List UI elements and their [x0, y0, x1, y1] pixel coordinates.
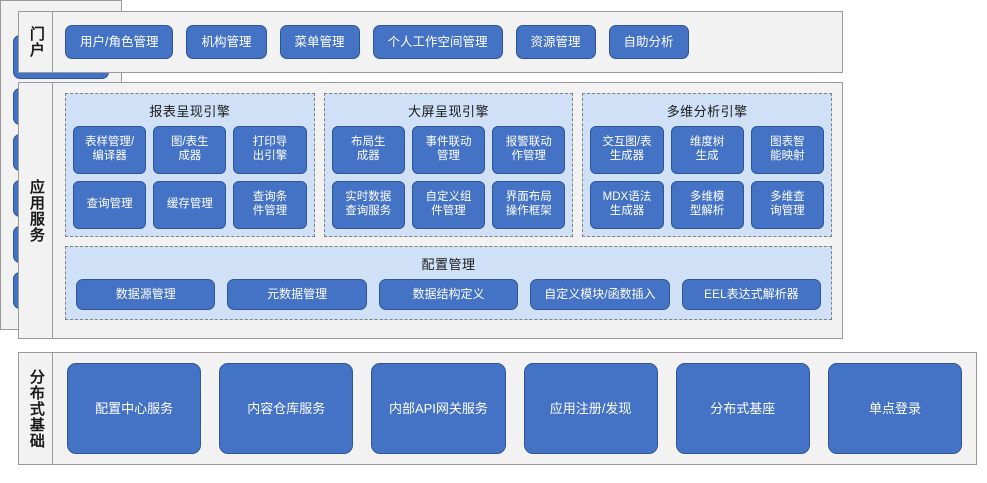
engine-panels-row: 报表呈现引擎 表样管理/ 编译器 图/表生 成器 打印导 出引擎 查询管理 缓存…: [65, 93, 833, 237]
engine-panel-multidimensional-analysis-items: 交互图/表 生成器 维度树 生成 图表智 能映射 MDX语法 生成器 多维模 型…: [590, 126, 825, 229]
portal-item-org-management[interactable]: 机构管理: [186, 25, 267, 59]
config-item-data-structure-definition[interactable]: 数据结构定义: [378, 279, 519, 310]
portal-items: 用户/角色管理 机构管理 菜单管理 个人工作空间管理 资源管理 自助分析: [53, 12, 842, 72]
report-item-cache-management[interactable]: 缓存管理: [153, 181, 227, 229]
portal-item-self-service-analysis[interactable]: 自助分析: [608, 25, 689, 59]
distributed-foundation-section-label: 分布式基础: [19, 353, 53, 464]
portal-item-personal-workspace-management[interactable]: 个人工作空间管理: [372, 25, 503, 59]
report-item-query-management[interactable]: 查询管理: [73, 181, 147, 229]
olap-item-interactive-chart-table-generator[interactable]: 交互图/表 生成器: [590, 126, 664, 174]
olap-item-chart-smart-mapping[interactable]: 图表智 能映射: [750, 126, 825, 174]
olap-item-mdx-syntax-generator[interactable]: MDX语法 生成器: [590, 181, 664, 229]
portal-item-menu-management[interactable]: 菜单管理: [279, 25, 360, 59]
olap-item-multidimensional-query-management[interactable]: 多维查 询管理: [750, 181, 825, 229]
config-item-eel-expression-parser[interactable]: EEL表达式解析器: [681, 279, 822, 310]
dist-item-config-center-service[interactable]: 配置中心服务: [67, 363, 202, 454]
dist-item-internal-api-gateway-service[interactable]: 内部API网关服务: [371, 363, 506, 454]
dashboard-item-alarm-linkage-action-management[interactable]: 报警联动 作管理: [492, 126, 566, 174]
config-item-metadata-management[interactable]: 元数据管理: [227, 279, 367, 310]
engine-panel-dashboard-rendering: 大屏呈现引擎 布局生 成器 事件联动 管理 报警联动 作管理 实时数据 查询服务…: [323, 93, 574, 237]
config-item-custom-module-function-insertion[interactable]: 自定义模块/函数插入: [530, 279, 670, 310]
portal-section: 门户 用户/角色管理 机构管理 菜单管理 个人工作空间管理 资源管理 自助分析: [18, 11, 843, 73]
report-item-print-export-engine[interactable]: 打印导 出引擎: [233, 126, 307, 174]
dist-item-distributed-base[interactable]: 分布式基座: [675, 363, 810, 454]
dashboard-item-ui-layout-operation-framework[interactable]: 界面布局 操作框架: [492, 181, 566, 229]
application-services-body: 报表呈现引擎 表样管理/ 编译器 图/表生 成器 打印导 出引擎 查询管理 缓存…: [53, 83, 842, 338]
distributed-foundation-section: 分布式基础 配置中心服务 内容仓库服务 内部API网关服务 应用注册/发现 分布…: [18, 352, 977, 465]
report-item-chart-table-generator[interactable]: 图/表生 成器: [153, 126, 227, 174]
config-management-items: 数据源管理 元数据管理 数据结构定义 自定义模块/函数插入 EEL表达式解析器: [76, 279, 822, 310]
engine-panel-report-rendering-items: 表样管理/ 编译器 图/表生 成器 打印导 出引擎 查询管理 缓存管理 查询条 …: [73, 126, 307, 229]
engine-panel-multidimensional-analysis-title: 多维分析引擎: [666, 104, 748, 119]
report-item-query-condition-management[interactable]: 查询条 件管理: [233, 181, 307, 229]
dashboard-item-realtime-data-query-service[interactable]: 实时数据 查询服务: [331, 181, 405, 229]
olap-item-multidimensional-model-parsing[interactable]: 多维模 型解析: [670, 181, 744, 229]
config-item-datasource-management[interactable]: 数据源管理: [76, 279, 216, 310]
application-services-section-label: 应用服务: [19, 83, 53, 338]
engine-panel-report-rendering-title: 报表呈现引擎: [149, 104, 231, 119]
dashboard-item-event-linkage-management[interactable]: 事件联动 管理: [411, 126, 486, 174]
distributed-foundation-items: 配置中心服务 内容仓库服务 内部API网关服务 应用注册/发现 分布式基座 单点…: [53, 353, 976, 464]
dashboard-item-layout-generator[interactable]: 布局生 成器: [331, 126, 405, 174]
config-management-panel-title: 配置管理: [421, 257, 476, 272]
dist-item-content-repository-service[interactable]: 内容仓库服务: [219, 363, 354, 454]
dist-item-app-registration-discovery[interactable]: 应用注册/发现: [523, 363, 658, 454]
dashboard-item-custom-component-management[interactable]: 自定义组 件管理: [411, 181, 486, 229]
engine-panel-report-rendering: 报表呈现引擎 表样管理/ 编译器 图/表生 成器 打印导 出引擎 查询管理 缓存…: [65, 93, 315, 237]
engine-panel-dashboard-rendering-title: 大屏呈现引擎: [408, 104, 490, 119]
engine-panel-multidimensional-analysis: 多维分析引擎 交互图/表 生成器 维度树 生成 图表智 能映射 MDX语法 生成…: [582, 93, 833, 237]
dist-item-single-sign-on[interactable]: 单点登录: [827, 363, 963, 454]
report-item-template-management-compiler[interactable]: 表样管理/ 编译器: [73, 126, 147, 174]
application-services-section: 应用服务 报表呈现引擎 表样管理/ 编译器 图/表生 成器 打印导 出引擎 查询…: [18, 82, 843, 339]
engine-panel-dashboard-rendering-items: 布局生 成器 事件联动 管理 报警联动 作管理 实时数据 查询服务 自定义组 件…: [331, 126, 566, 229]
olap-item-dimension-tree-generation[interactable]: 维度树 生成: [670, 126, 744, 174]
portal-item-user-role-management[interactable]: 用户/角色管理: [65, 25, 174, 59]
portal-item-resource-management[interactable]: 资源管理: [515, 25, 596, 59]
portal-section-label: 门户: [19, 12, 53, 72]
config-management-panel: 配置管理 数据源管理 元数据管理 数据结构定义 自定义模块/函数插入 EEL表达…: [65, 246, 832, 320]
